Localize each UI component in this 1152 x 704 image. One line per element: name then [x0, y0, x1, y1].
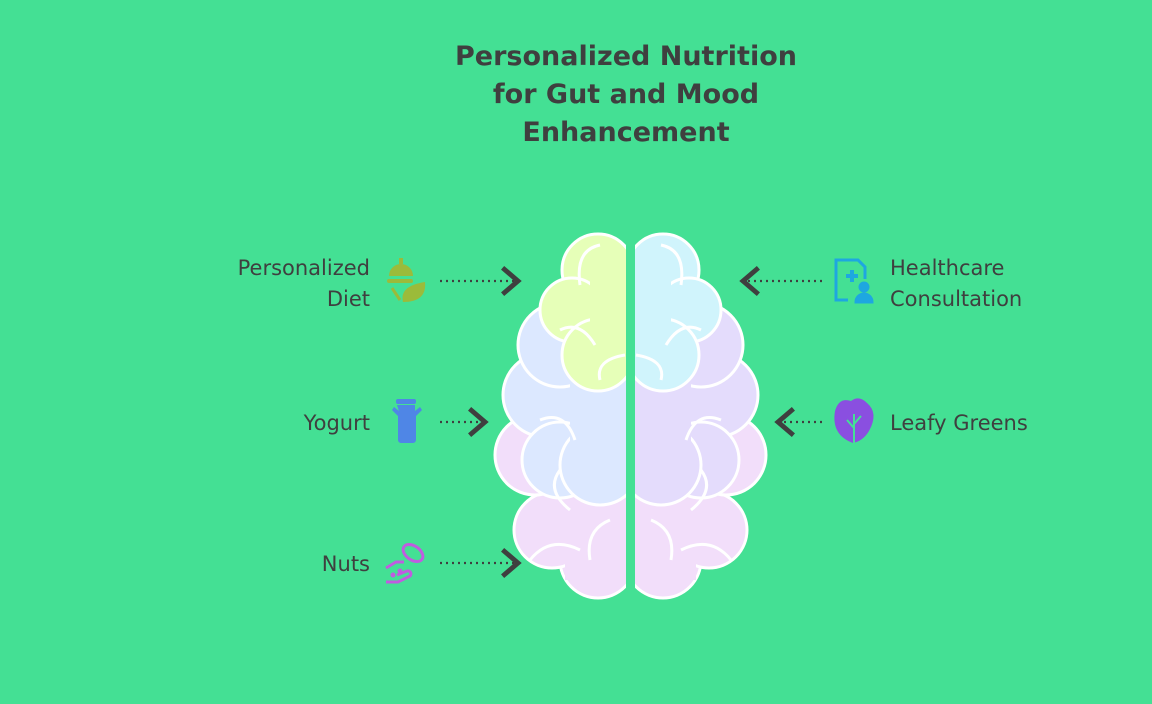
title-line-1: Personalized Nutrition: [455, 41, 797, 72]
food-leaf-icon: [387, 258, 426, 302]
label-line: Diet: [326, 287, 370, 311]
brain-right-hemisphere: [635, 232, 768, 600]
right-upper-lobe: [635, 232, 723, 393]
label-yogurt: Yogurt: [303, 411, 370, 435]
label-personalized-diet: Personalized Diet: [238, 253, 370, 315]
label-line: Healthcare: [890, 256, 1005, 280]
peanut-hand-icon: [385, 542, 425, 584]
medical-document-person-icon: [834, 258, 874, 304]
diagram-title: Personalized Nutrition for Gut and Mood …: [426, 38, 826, 152]
title-line-3: Enhancement: [522, 117, 730, 148]
title-line-2: for Gut and Mood: [492, 79, 760, 110]
milk-can-icon: [392, 399, 422, 443]
label-healthcare-consultation: Healthcare Consultation: [890, 253, 1022, 315]
label-nuts: Nuts: [321, 552, 370, 576]
brain-left-hemisphere: [493, 232, 626, 600]
label-line: Consultation: [890, 287, 1023, 311]
label-line: Personalized: [237, 256, 370, 280]
left-upper-lobe: [538, 232, 626, 393]
label-leafy-greens: Leafy Greens: [890, 411, 1028, 435]
spinach-leaf-icon: [834, 398, 874, 444]
